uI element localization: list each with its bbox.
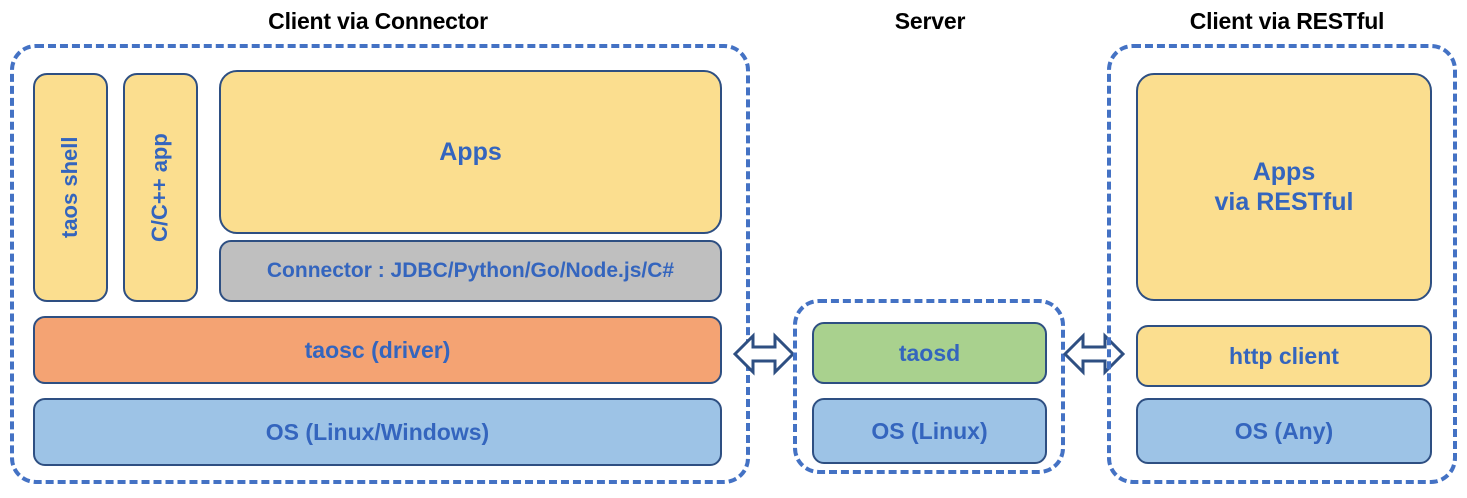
panel-title-restful: Client via RESTful: [1189, 8, 1385, 34]
box-apps-via-restful-label: Apps via RESTful: [1214, 157, 1354, 217]
box-taosc-driver[interactable]: taosc (driver): [33, 316, 722, 384]
box-os-linux-windows[interactable]: OS (Linux/Windows): [33, 398, 722, 466]
group-server: [793, 299, 1065, 474]
box-os-linux[interactable]: OS (Linux): [812, 398, 1047, 464]
box-apps[interactable]: Apps: [219, 70, 722, 234]
box-taosd[interactable]: taosd: [812, 322, 1047, 384]
box-connector-list[interactable]: Connector : JDBC/Python/Go/Node.js/C#: [219, 240, 722, 302]
box-http-client[interactable]: http client: [1136, 325, 1432, 387]
box-taos-shell[interactable]: taos shell: [33, 73, 108, 302]
panel-title-server: Server: [894, 8, 966, 34]
panel-title-connector: Client via Connector: [268, 8, 488, 34]
box-os-any[interactable]: OS (Any): [1136, 398, 1432, 464]
double-arrow-icon-connector-to-server: [732, 325, 796, 383]
box-cpp-app[interactable]: C/C++ app: [123, 73, 198, 302]
group-client-via-restful: [1107, 44, 1457, 484]
group-client-via-connector: [10, 44, 750, 484]
box-apps-via-restful[interactable]: Apps via RESTful: [1136, 73, 1432, 301]
